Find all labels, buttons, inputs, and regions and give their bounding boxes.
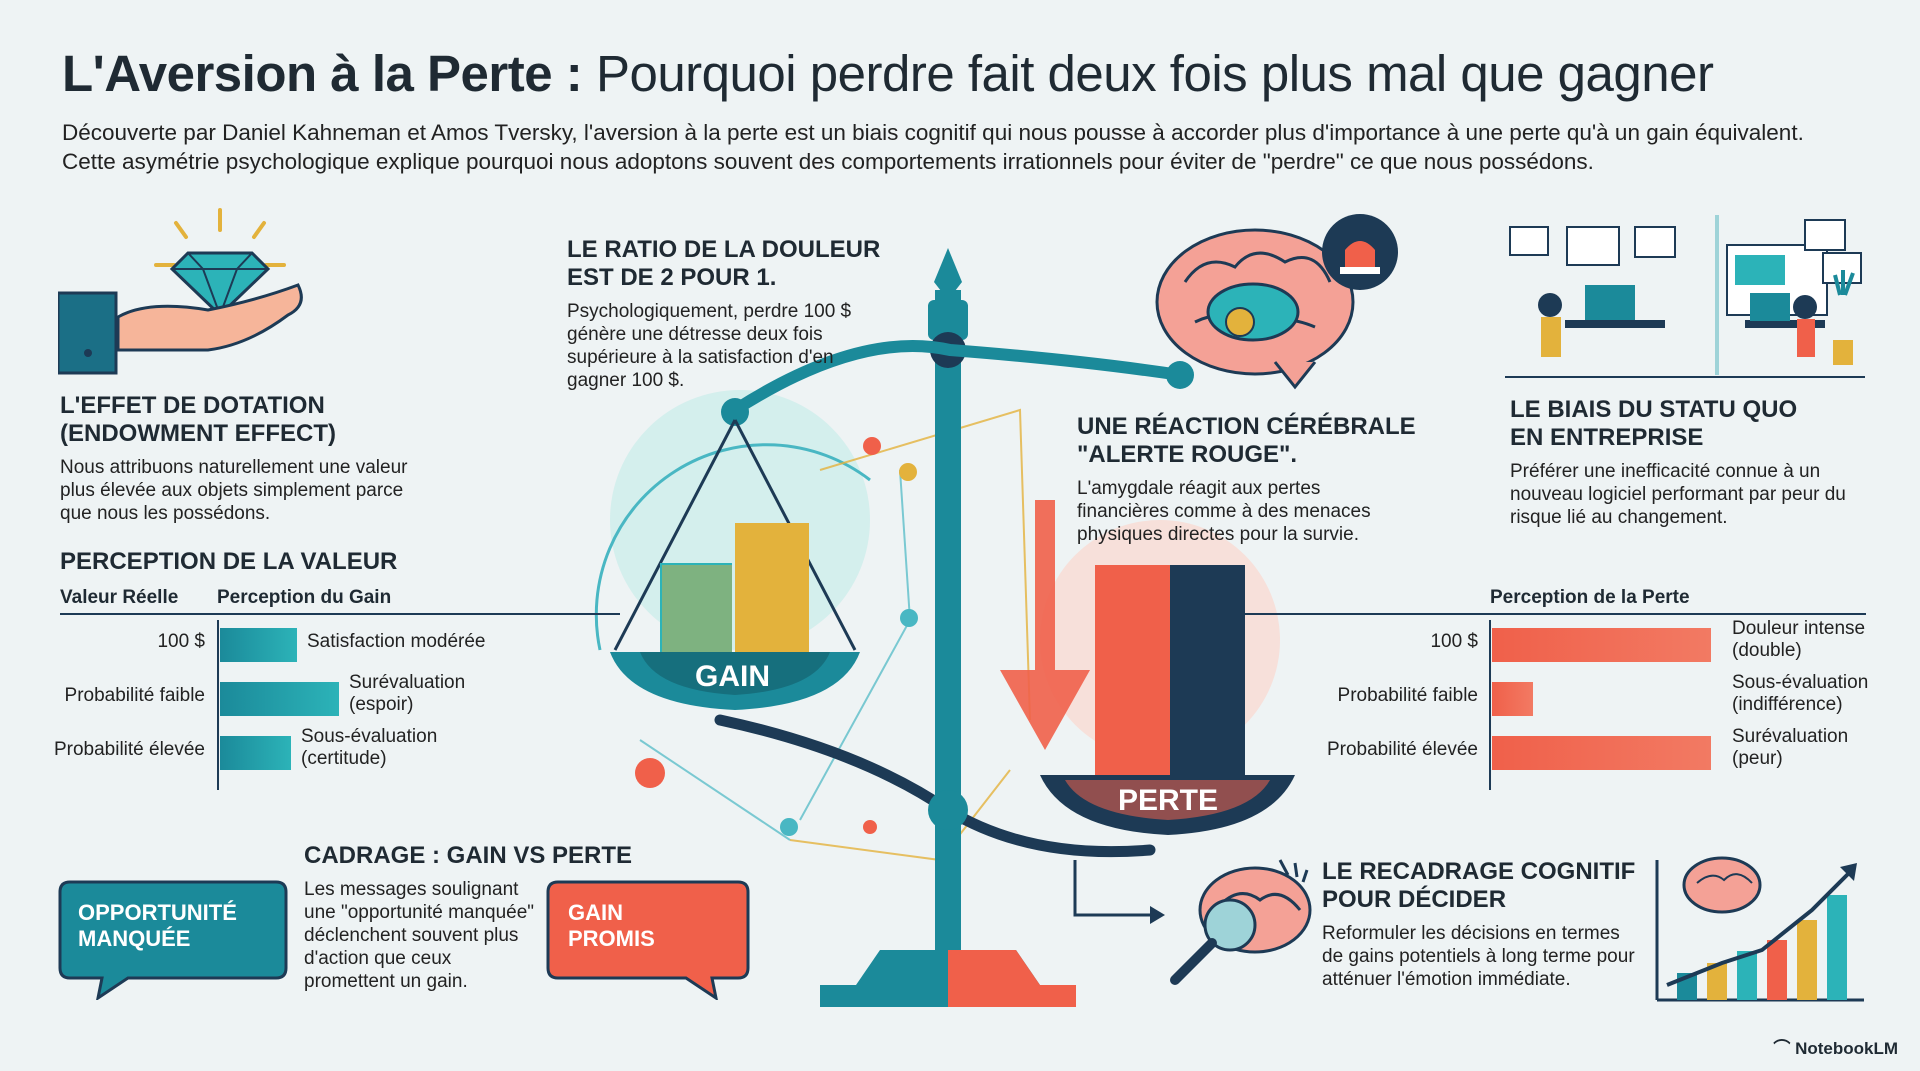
ratio-text: Psychologiquement, perdre 100 $ génère u… bbox=[567, 301, 852, 391]
gain-row-label: 100 $ bbox=[157, 631, 205, 652]
col-gain-perception: Perception du Gain bbox=[217, 587, 392, 608]
framing-text: Les messages soulignant une "opportunité… bbox=[304, 879, 535, 992]
loss-row-label: 100 $ bbox=[1430, 631, 1478, 652]
status-quo-text: Préférer une inefficacité connue à un no… bbox=[1510, 461, 1846, 528]
endowment-section: L'EFFET DE DOTATION(ENDOWMENT EFFECT) No… bbox=[60, 392, 440, 525]
perception-heading: PERCEPTION DE LA VALEUR bbox=[60, 548, 398, 575]
intro-text: Découverte par Daniel Kahneman et Amos T… bbox=[62, 120, 1804, 174]
bubble-opportunity bbox=[58, 880, 288, 1000]
notebook-icon: ⌒ bbox=[1773, 1039, 1796, 1058]
brain-icon bbox=[1155, 214, 1398, 390]
gain-row-label: Probabilité faible bbox=[64, 685, 205, 706]
gain-bar bbox=[220, 736, 291, 770]
brain-text: L'amygdale réagit aux pertes financières… bbox=[1077, 478, 1371, 545]
loss-row-note: Douleur intense(double) bbox=[1732, 618, 1866, 661]
col-loss-perception: Perception de la Perte bbox=[1490, 587, 1690, 608]
loss-bar bbox=[1492, 628, 1711, 662]
endowment-heading: L'EFFET DE DOTATION(ENDOWMENT EFFECT) bbox=[60, 392, 336, 447]
gain-row-note: Satisfaction modérée bbox=[307, 631, 486, 652]
brand-label: ⌒ NotebookLM bbox=[1773, 1039, 1898, 1058]
gain-row-note: Sous-évaluation(certitude) bbox=[301, 726, 438, 769]
diamond-icon bbox=[58, 208, 303, 375]
col-real-value: Valeur Réelle bbox=[60, 587, 179, 608]
gain-bar bbox=[220, 628, 297, 662]
page-title: L'Aversion à la Perte : Pourquoi perdre … bbox=[62, 45, 1714, 102]
gauge-brain-icon bbox=[1170, 859, 1312, 985]
reframing-text: Reformuler les décisions en termes de ga… bbox=[1322, 923, 1635, 990]
gain-bar bbox=[220, 682, 339, 716]
framing-section: CADRAGE : GAIN VS PERTE Les messages sou… bbox=[304, 842, 633, 993]
loss-bar bbox=[1492, 682, 1533, 716]
bubble-gain-promised bbox=[546, 880, 750, 1000]
gain-row-note: Surévaluation(espoir) bbox=[349, 672, 466, 715]
loss-bar bbox=[1492, 736, 1711, 770]
gain-row-label: Probabilité élevée bbox=[53, 739, 205, 760]
growth-chart-icon bbox=[1655, 856, 1864, 1002]
loss-row-label: Probabilité faible bbox=[1337, 685, 1478, 706]
brain-section: UNE RÉACTION CÉRÉBRALE"ALERTE ROUGE". L'… bbox=[1077, 413, 1417, 546]
loss-row-label: Probabilité élevée bbox=[1326, 739, 1478, 760]
loss-row-note: Sous-évaluation(indifférence) bbox=[1732, 672, 1869, 715]
endowment-text: Nous attribuons naturellement une valeur… bbox=[60, 457, 408, 524]
office-icon bbox=[1505, 215, 1865, 378]
framing-heading: CADRAGE : GAIN VS PERTE bbox=[304, 842, 633, 869]
loss-row-note: Surévaluation(peur) bbox=[1732, 726, 1849, 769]
brain-heading: UNE RÉACTION CÉRÉBRALE"ALERTE ROUGE". bbox=[1077, 413, 1416, 468]
